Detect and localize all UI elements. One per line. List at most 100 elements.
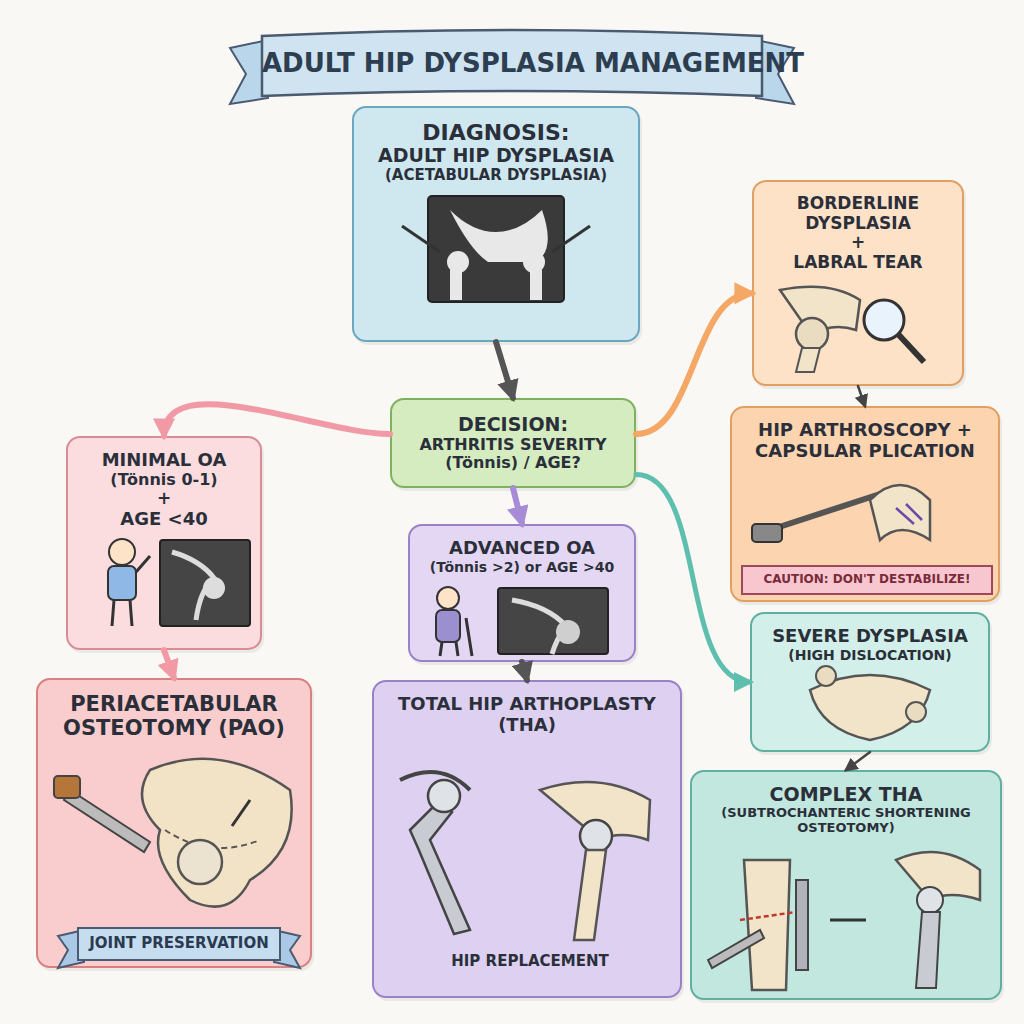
implant-ball (917, 887, 943, 913)
child-head (109, 539, 135, 565)
cut-line (165, 830, 260, 848)
pelvis-bone (896, 852, 980, 900)
pelvis-bone (450, 210, 548, 262)
title-ribbon (262, 30, 762, 96)
box-text: + (762, 233, 954, 253)
saw-blade (708, 930, 764, 968)
implant-ball (428, 780, 460, 812)
box-text: AGE <40 (76, 509, 252, 530)
process-box: SEVERE DYSPLASIA(HIGH DISLOCATION) (750, 612, 990, 752)
box-content: SEVERE DYSPLASIA(HIGH DISLOCATION) (752, 614, 988, 663)
box-text: (ACETABULAR DYSPLASIA) (362, 167, 630, 184)
femur-bone (744, 860, 790, 990)
box-heading: HIP ARTHROSCOPY + CAPSULAR PLICATION (740, 420, 990, 461)
flow-arrow (522, 662, 527, 680)
process-box: TOTAL HIP ARTHOPLASTY (THA) (372, 680, 682, 998)
box-heading: ADVANCED OA (418, 538, 626, 559)
femoral-head (523, 251, 545, 273)
box-text: (Tönnis >2) or AGE >40 (418, 559, 626, 575)
pointer-arrow (402, 226, 440, 252)
pointer-arrow (552, 226, 590, 252)
elder-head (437, 587, 459, 609)
femur-bone (574, 850, 606, 940)
flow-arrow (164, 404, 390, 436)
osteotomy-line (740, 912, 796, 920)
box-heading: TOTAL HIP ARTHOPLASTY (THA) (382, 694, 672, 735)
saw-handle (54, 776, 80, 798)
pelvis-bone (540, 782, 650, 840)
flow-arrow (858, 386, 865, 406)
process-box: ADVANCED OA(Tönnis >2) or AGE >40 (408, 524, 636, 662)
box-text: (SUBTROCHANTERIC SHORTENING OSTEOTOMY) (700, 806, 992, 836)
label-ribbon (742, 566, 992, 594)
process-box: BORDERLINE DYSPLASIA+LABRAL TEAR (752, 180, 964, 386)
xray-film (160, 540, 250, 626)
pointer-arrow (830, 919, 866, 922)
femur-neck (796, 348, 820, 372)
box-heading: PERIACETABULAR OSTEOTOMY (PAO) (46, 692, 302, 740)
magnifier-lens (864, 300, 904, 340)
box-content: BORDERLINE DYSPLASIA+LABRAL TEAR (754, 182, 962, 272)
process-box: MINIMAL OA(Tönnis 0-1)+AGE <40 (66, 436, 262, 650)
box-content: DECISION:ARTHRITIS SEVERITY (Tönnis) / A… (392, 400, 634, 486)
box-text: ARTHRITIS SEVERITY (Tönnis) / AGE? (400, 436, 626, 473)
cane (440, 618, 472, 656)
flow-arrow (636, 475, 750, 683)
scope-handle (752, 524, 782, 542)
diagram-title: ADULT HIP DYSPLASIA MANAGEMENT (262, 48, 762, 78)
box-text: LABRAL TEAR (762, 253, 954, 273)
saw-blade (64, 790, 150, 852)
hip-bone (172, 552, 214, 620)
arthritic-hip (512, 600, 566, 654)
box-heading: DECISION: (400, 414, 626, 436)
process-box: COMPLEX THA(SUBTROCHANTERIC SHORTENING O… (690, 770, 1002, 1000)
ribbon-tail (58, 930, 84, 968)
flow-arrow (513, 488, 522, 524)
femoral-head (447, 251, 469, 273)
xray-film (428, 196, 564, 302)
hip-implant-stem (410, 800, 470, 934)
box-heading: SEVERE DYSPLASIA (760, 626, 980, 647)
fixation-plate (796, 880, 808, 970)
box-content: MINIMAL OA(Tönnis 0-1)+AGE <40 (68, 438, 260, 529)
ribbon-tail (230, 40, 268, 104)
box-text: (HIGH DISLOCATION) (760, 647, 980, 663)
box-content: DIAGNOSIS:ADULT HIP DYSPLASIA(ACETABULAR… (354, 108, 638, 184)
flow-arrow (496, 342, 513, 398)
ribbon-tail (274, 930, 300, 968)
pointer-arrow (232, 800, 250, 826)
hip-capsule (870, 485, 930, 540)
label-ribbon (78, 928, 280, 960)
box-heading: BORDERLINE DYSPLASIA (762, 194, 954, 233)
box-content: ADVANCED OA(Tönnis >2) or AGE >40 (410, 526, 634, 575)
child-limbs (112, 556, 150, 626)
implant-ball (580, 820, 612, 852)
suture-stitch (896, 504, 922, 524)
box-text: ADULT HIP DYSPLASIA (362, 145, 630, 167)
pelvis-bone (810, 675, 930, 740)
implant-stem (916, 912, 940, 988)
xray-film (498, 588, 608, 654)
box-content: PERIACETABULAR OSTEOTOMY (PAO) (38, 680, 310, 740)
pelvis-bone (142, 759, 292, 907)
elder-body (436, 610, 460, 642)
arthroscope (770, 494, 880, 530)
box-content: COMPLEX THA(SUBTROCHANTERIC SHORTENING O… (692, 772, 1000, 836)
box-heading: DIAGNOSIS: (362, 120, 630, 145)
box-heading: MINIMAL OA (76, 450, 252, 471)
femoral-head (556, 620, 580, 644)
femoral-head (203, 577, 225, 599)
magnifier-handle (898, 334, 924, 362)
femur-shaft (530, 270, 542, 300)
box-text: + (76, 489, 252, 509)
process-box: DECISION:ARTHRITIS SEVERITY (Tönnis) / A… (390, 398, 636, 488)
dislocated-head (816, 666, 836, 686)
ribbon-tail (756, 40, 794, 104)
box-content: HIP ARTHROSCOPY + CAPSULAR PLICATION (732, 408, 998, 461)
box-content: TOTAL HIP ARTHOPLASTY (THA) (374, 682, 680, 735)
femoral-head (178, 840, 222, 884)
process-box: DIAGNOSIS:ADULT HIP DYSPLASIA(ACETABULAR… (352, 106, 640, 342)
process-box: HIP ARTHROSCOPY + CAPSULAR PLICATION (730, 406, 1000, 602)
